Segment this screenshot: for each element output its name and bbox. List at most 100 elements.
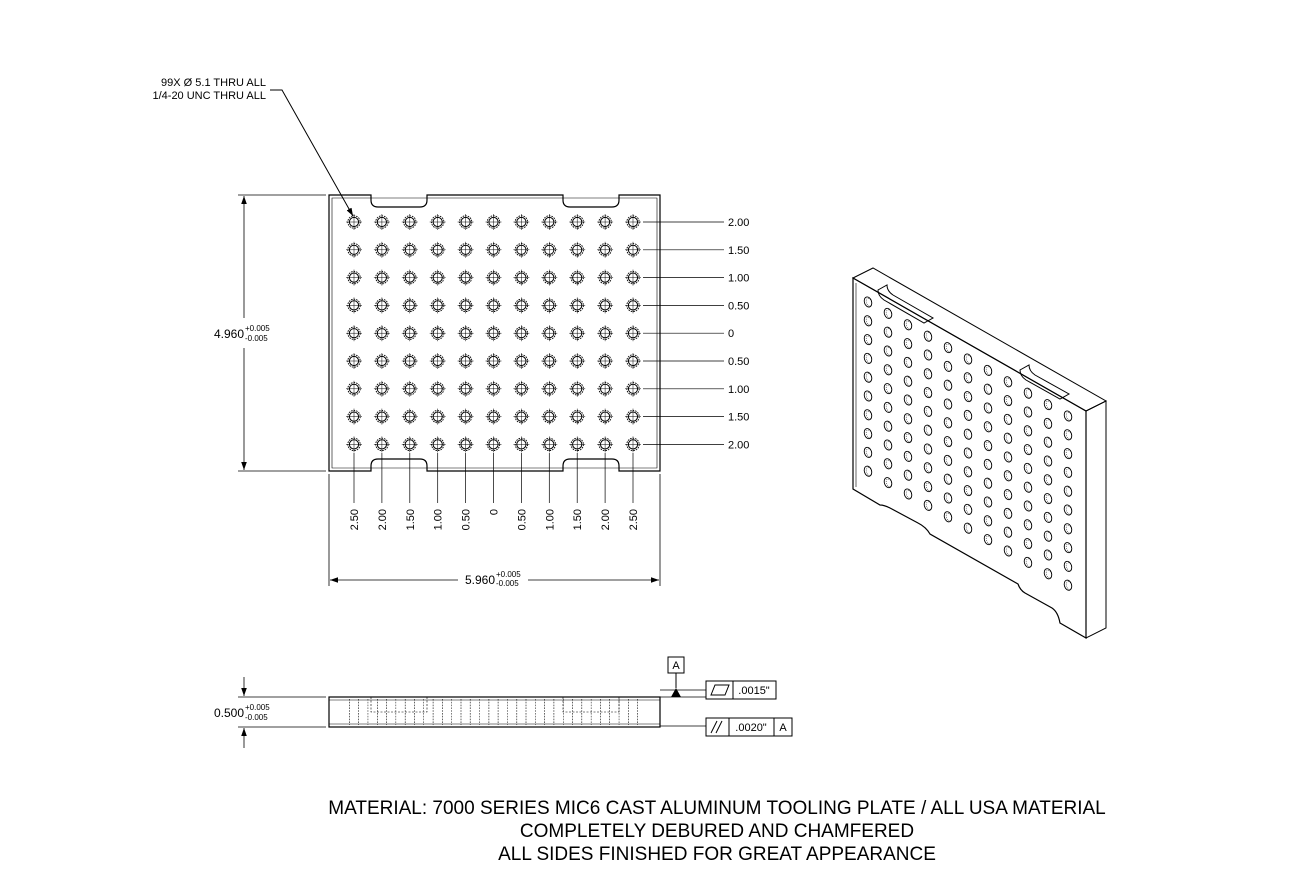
side-notch-hidden-left bbox=[370, 697, 428, 713]
iso-hole bbox=[943, 417, 953, 429]
row-ordinate-label: 0 bbox=[728, 328, 734, 340]
iso-hole bbox=[883, 364, 893, 376]
tapped-hole bbox=[597, 408, 614, 425]
iso-hole bbox=[903, 356, 913, 368]
iso-hole bbox=[963, 503, 973, 515]
col-ordinate-label: 0.50 bbox=[461, 509, 473, 530]
parallelism-datum-ref: A bbox=[779, 722, 787, 734]
iso-hole bbox=[1023, 406, 1033, 418]
iso-hole bbox=[1043, 399, 1053, 411]
tapped-hole bbox=[457, 241, 474, 258]
iso-notch-top-right bbox=[1019, 364, 1071, 400]
tapped-hole bbox=[485, 380, 502, 397]
callout-leader bbox=[270, 89, 354, 217]
iso-hole bbox=[943, 511, 953, 523]
height-value: 4.960 bbox=[214, 327, 244, 341]
iso-hole bbox=[883, 420, 893, 432]
tapped-hole bbox=[429, 436, 446, 453]
iso-hole bbox=[1023, 425, 1033, 437]
tapped-hole bbox=[457, 269, 474, 286]
iso-hole bbox=[963, 372, 973, 384]
iso-hole bbox=[983, 440, 993, 452]
iso-hole bbox=[1043, 568, 1053, 580]
tapped-hole bbox=[597, 241, 614, 258]
tapped-hole bbox=[373, 353, 390, 369]
thickness-value: 0.500 bbox=[214, 706, 244, 720]
tapped-hole bbox=[569, 325, 586, 342]
iso-hole bbox=[943, 360, 953, 372]
iso-hole bbox=[883, 345, 893, 357]
tapped-hole bbox=[429, 408, 446, 425]
height-tol-minus: -0.005 bbox=[245, 334, 268, 343]
iso-hole bbox=[1063, 504, 1073, 516]
tapped-hole bbox=[373, 436, 390, 453]
tapped-hole bbox=[541, 269, 558, 286]
flatness-frame: .0015" bbox=[660, 680, 777, 700]
tapped-hole bbox=[597, 269, 614, 286]
tapped-hole bbox=[429, 269, 446, 286]
iso-front-face bbox=[852, 276, 1087, 640]
iso-hole bbox=[863, 334, 873, 346]
iso-hole bbox=[1043, 455, 1053, 467]
iso-hole bbox=[903, 432, 913, 444]
tapped-hole bbox=[541, 241, 558, 258]
tapped-hole bbox=[513, 408, 530, 425]
iso-hole bbox=[943, 454, 953, 466]
flatness-icon bbox=[710, 684, 730, 696]
col-ordinate-label: 1.00 bbox=[544, 509, 556, 530]
iso-side-face bbox=[1085, 400, 1107, 639]
tapped-hole bbox=[513, 241, 530, 258]
col-ordinate-label: 2.00 bbox=[600, 509, 612, 530]
iso-hole bbox=[943, 492, 953, 504]
col-ordinate-label: 2.50 bbox=[349, 509, 361, 530]
tapped-hole bbox=[625, 436, 641, 453]
iso-hole bbox=[1003, 432, 1013, 444]
tapped-hole bbox=[513, 325, 530, 342]
tapped-hole bbox=[373, 214, 390, 230]
row-ordinate-label: 1.00 bbox=[728, 384, 749, 396]
iso-hole bbox=[943, 436, 953, 448]
col-ordinate-label: 1.00 bbox=[433, 509, 445, 530]
iso-hole bbox=[923, 443, 933, 455]
tapped-hole bbox=[597, 436, 614, 453]
tapped-hole bbox=[485, 214, 502, 230]
iso-hole bbox=[923, 368, 933, 380]
iso-hole bbox=[963, 522, 973, 534]
tapped-hole bbox=[625, 408, 641, 425]
tapped-hole bbox=[513, 380, 530, 397]
iso-hole bbox=[1063, 429, 1073, 441]
iso-hole bbox=[1003, 526, 1013, 538]
tapped-hole bbox=[485, 436, 502, 453]
tapped-hole bbox=[541, 214, 558, 230]
iso-hole bbox=[863, 371, 873, 383]
tapped-hole bbox=[373, 380, 390, 397]
parallelism-icon bbox=[710, 720, 723, 734]
width-tol-minus: -0.005 bbox=[496, 579, 519, 588]
tapped-hole bbox=[513, 353, 530, 369]
row-ordinate-label: 1.50 bbox=[728, 412, 749, 424]
tapped-hole bbox=[429, 325, 446, 342]
iso-hole bbox=[923, 405, 933, 417]
parallelism-frame: .0020" A bbox=[660, 717, 793, 737]
iso-hole bbox=[1043, 511, 1053, 523]
iso-hole bbox=[1063, 466, 1073, 478]
callout-line-2: 1/4-20 UNC THRU ALL bbox=[152, 90, 266, 102]
col-ordinate-label: 1.50 bbox=[405, 509, 417, 530]
tapped-hole bbox=[485, 408, 502, 425]
tapped-hole bbox=[569, 380, 586, 397]
iso-hole bbox=[983, 458, 993, 470]
datum-a: A bbox=[660, 656, 706, 698]
iso-hole bbox=[923, 349, 933, 361]
iso-hole bbox=[983, 477, 993, 489]
tapped-hole bbox=[346, 325, 362, 342]
tapped-hole bbox=[373, 408, 390, 425]
tapped-hole bbox=[625, 297, 641, 314]
iso-hole bbox=[1023, 444, 1033, 456]
tapped-hole bbox=[373, 297, 390, 314]
side-hidden-holes bbox=[349, 699, 638, 725]
datum-label: A bbox=[672, 660, 680, 672]
col-ordinate-label: 2.50 bbox=[628, 509, 640, 530]
iso-hole bbox=[863, 409, 873, 421]
